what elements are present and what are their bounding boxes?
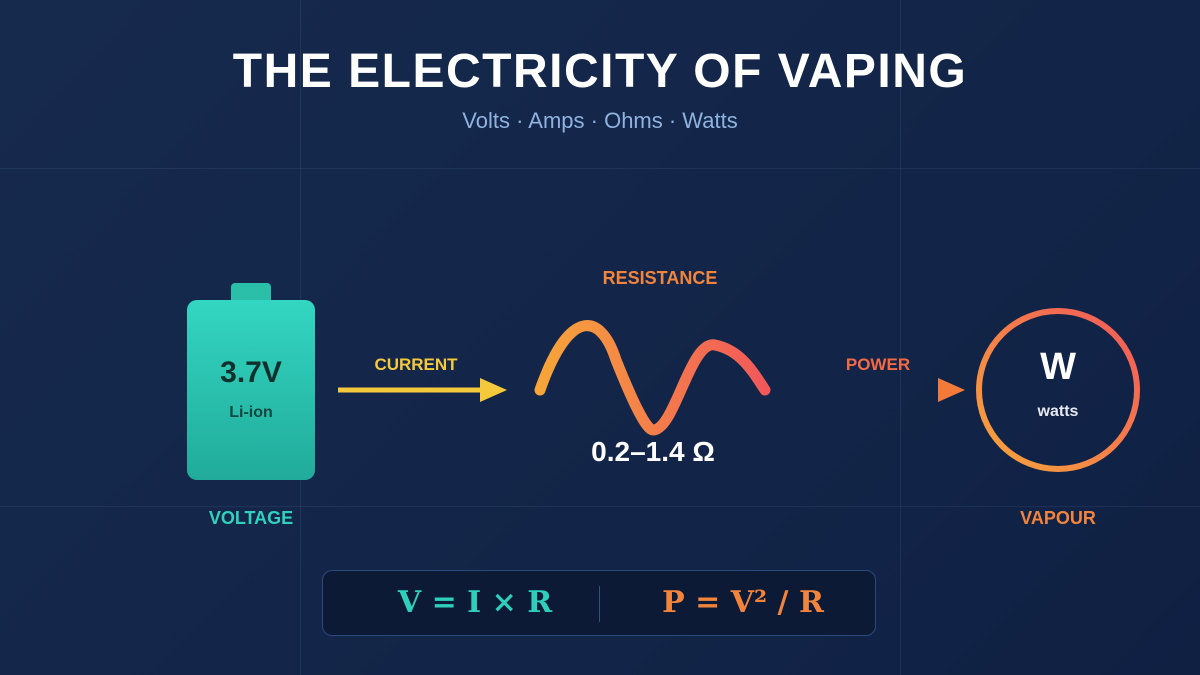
ohms-law-formula: V = I × R: [397, 585, 553, 620]
resistance-label: RESISTANCE: [602, 268, 718, 288]
battery-voltage: 3.7V: [220, 356, 282, 389]
voltage-label: VOLTAGE: [208, 508, 294, 528]
arrow-right-icon: [338, 378, 507, 402]
power-law-formula: P = V² / R: [662, 585, 824, 620]
grid-line: [0, 168, 1200, 169]
battery-terminal: [231, 283, 271, 303]
grid-line: [900, 0, 901, 675]
formula-divider: [599, 586, 600, 622]
output-unit-name: watts: [1037, 403, 1079, 420]
output-unit: W: [1040, 346, 1076, 388]
battery-type: Li-ion: [229, 404, 273, 421]
grid-line: [0, 506, 1200, 507]
resistance-range: 0.2–1.4 Ω: [591, 436, 715, 467]
battery-icon: 3.7V Li-ion: [187, 300, 315, 480]
page-title: THE ELECTRICITY OF VAPING: [232, 45, 968, 98]
ring-icon: [976, 308, 1140, 472]
page-subtitle: Volts · Amps · Ohms · Watts: [462, 108, 738, 133]
vapour-label: VAPOUR: [1020, 508, 1096, 528]
formula-panel: V = I × R P = V² / R: [322, 570, 876, 636]
arrow-right-icon: [810, 378, 965, 402]
sine-wave-icon: [534, 320, 771, 436]
power-label: POWER: [845, 355, 911, 374]
current-label: CURRENT: [374, 355, 458, 374]
